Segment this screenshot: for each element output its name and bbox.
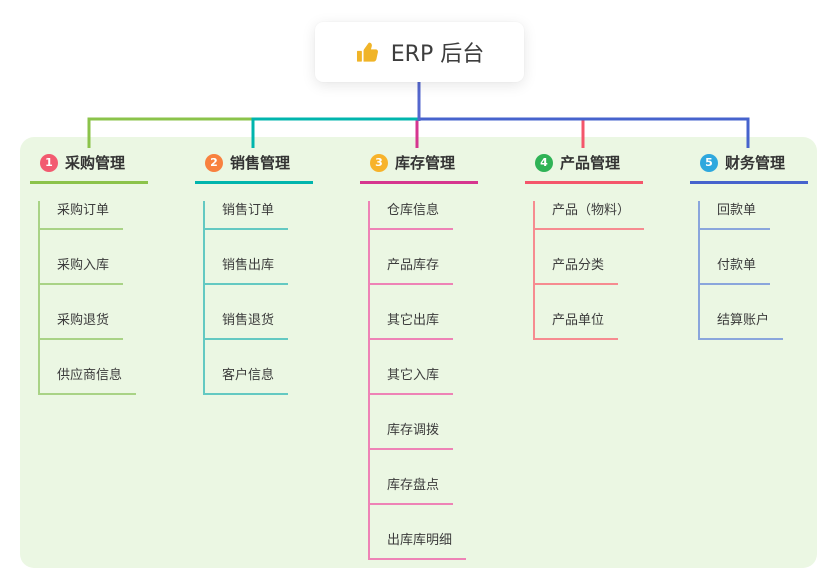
branch-label: 库存管理 — [395, 154, 456, 172]
mindmap-panel: 1 采购管理 采购订单采购入库采购退货供应商信息 2 销售管理 销售订单销售出库… — [20, 137, 817, 568]
branch-3-item-7[interactable]: 出库库明细 — [370, 531, 467, 560]
branch-5-item-1[interactable]: 回款单 — [700, 201, 771, 230]
branch-label: 销售管理 — [230, 154, 291, 172]
branch-1-item-3[interactable]: 采购退货 — [40, 311, 124, 340]
branch-number-badge: 3 — [370, 153, 388, 172]
branch-2-title[interactable]: 2 销售管理 — [195, 148, 313, 184]
branch-1: 1 采购管理 采购订单采购入库采购退货供应商信息 — [30, 148, 180, 395]
branch-2-item-4[interactable]: 客户信息 — [205, 366, 289, 395]
branch-3-item-6[interactable]: 库存盘点 — [370, 476, 454, 505]
branch-number-badge: 4 — [535, 153, 553, 172]
branch-2-item-3[interactable]: 销售退货 — [205, 311, 289, 340]
branch-3-item-2[interactable]: 产品库存 — [370, 256, 454, 285]
branch-3-item-5[interactable]: 库存调拨 — [370, 421, 454, 450]
branch-2-item-1[interactable]: 销售订单 — [205, 201, 289, 230]
branch-3-title[interactable]: 3 库存管理 — [360, 148, 478, 184]
branch-number-badge: 2 — [205, 153, 223, 172]
branch-number-badge: 5 — [700, 153, 718, 172]
root-node[interactable]: ERP 后台 — [315, 22, 524, 82]
branch-label: 采购管理 — [65, 154, 126, 172]
branch-label: 产品管理 — [560, 154, 621, 172]
branch-items: 回款单付款单结算账户 — [698, 201, 839, 340]
branch-5: 5 财务管理 回款单付款单结算账户 — [690, 148, 839, 340]
branch-1-title[interactable]: 1 采购管理 — [30, 148, 148, 184]
branch-2-item-2[interactable]: 销售出库 — [205, 256, 289, 285]
branch-4-item-3[interactable]: 产品单位 — [535, 311, 619, 340]
branch-2: 2 销售管理 销售订单销售出库销售退货客户信息 — [195, 148, 345, 395]
branch-3-item-3[interactable]: 其它出库 — [370, 311, 454, 340]
branch-3: 3 库存管理 仓库信息产品库存其它出库其它入库库存调拨库存盘点出库库明细 — [360, 148, 510, 560]
thumbs-up-icon — [355, 40, 380, 65]
branch-items: 仓库信息产品库存其它出库其它入库库存调拨库存盘点出库库明细 — [368, 201, 510, 560]
branch-items: 产品（物料） 产品分类产品单位 — [533, 201, 675, 340]
branch-4: 4 产品管理 产品（物料） 产品分类产品单位 — [525, 148, 675, 340]
branch-items: 采购订单采购入库采购退货供应商信息 — [38, 201, 180, 395]
branch-1-item-1[interactable]: 采购订单 — [40, 201, 124, 230]
branch-4-item-2[interactable]: 产品分类 — [535, 256, 619, 285]
branch-items: 销售订单销售出库销售退货客户信息 — [203, 201, 345, 395]
branch-5-title[interactable]: 5 财务管理 — [690, 148, 808, 184]
branch-label: 财务管理 — [725, 154, 786, 172]
branch-1-item-2[interactable]: 采购入库 — [40, 256, 124, 285]
thumbs-up-shape — [356, 42, 378, 62]
branch-1-item-4[interactable]: 供应商信息 — [40, 366, 137, 395]
branch-4-title[interactable]: 4 产品管理 — [525, 148, 643, 184]
branch-3-item-4[interactable]: 其它入库 — [370, 366, 454, 395]
branch-3-item-1[interactable]: 仓库信息 — [370, 201, 454, 230]
branch-4-item-1[interactable]: 产品（物料） — [535, 201, 645, 230]
branch-5-item-2[interactable]: 付款单 — [700, 256, 771, 285]
root-label: ERP 后台 — [390, 42, 485, 67]
branch-number-badge: 1 — [40, 153, 58, 172]
branch-5-item-3[interactable]: 结算账户 — [700, 311, 784, 340]
